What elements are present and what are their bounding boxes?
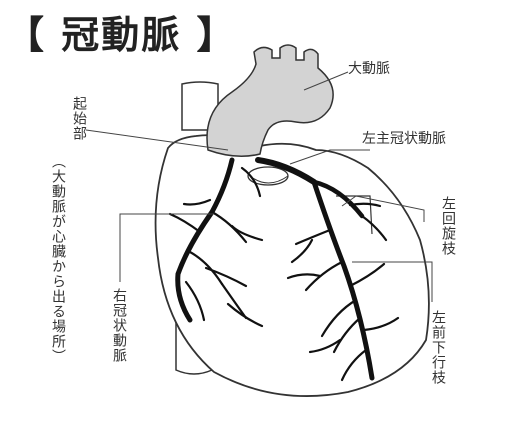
origin-label-group: 起始部 （大動脈が心臓から出る場所） <box>50 96 87 364</box>
circumflex-artery <box>311 179 365 219</box>
origin-label: 起始部 <box>71 96 87 141</box>
left-ventricle-edge <box>336 195 373 235</box>
lad-label: 左前下行枝 <box>430 310 446 385</box>
coronary-arteries <box>168 157 400 382</box>
right-coronary-label: 右冠状動脈 <box>111 288 127 363</box>
right-coronary-artery <box>175 157 235 323</box>
aorta <box>206 44 334 157</box>
left-main-artery <box>255 157 317 185</box>
origin-note-label: （大動脈が心臓から出る場所） <box>50 154 66 364</box>
lad-artery <box>311 179 375 381</box>
aorta-label: 大動脈 <box>348 61 390 77</box>
page-title: 【 冠動脈 】 <box>6 13 237 57</box>
left-main-coronary-label: 左主冠状動脈 <box>362 131 446 147</box>
leader-lines <box>85 71 433 302</box>
left-circumflex-label: 左回旋枝 <box>440 196 456 256</box>
